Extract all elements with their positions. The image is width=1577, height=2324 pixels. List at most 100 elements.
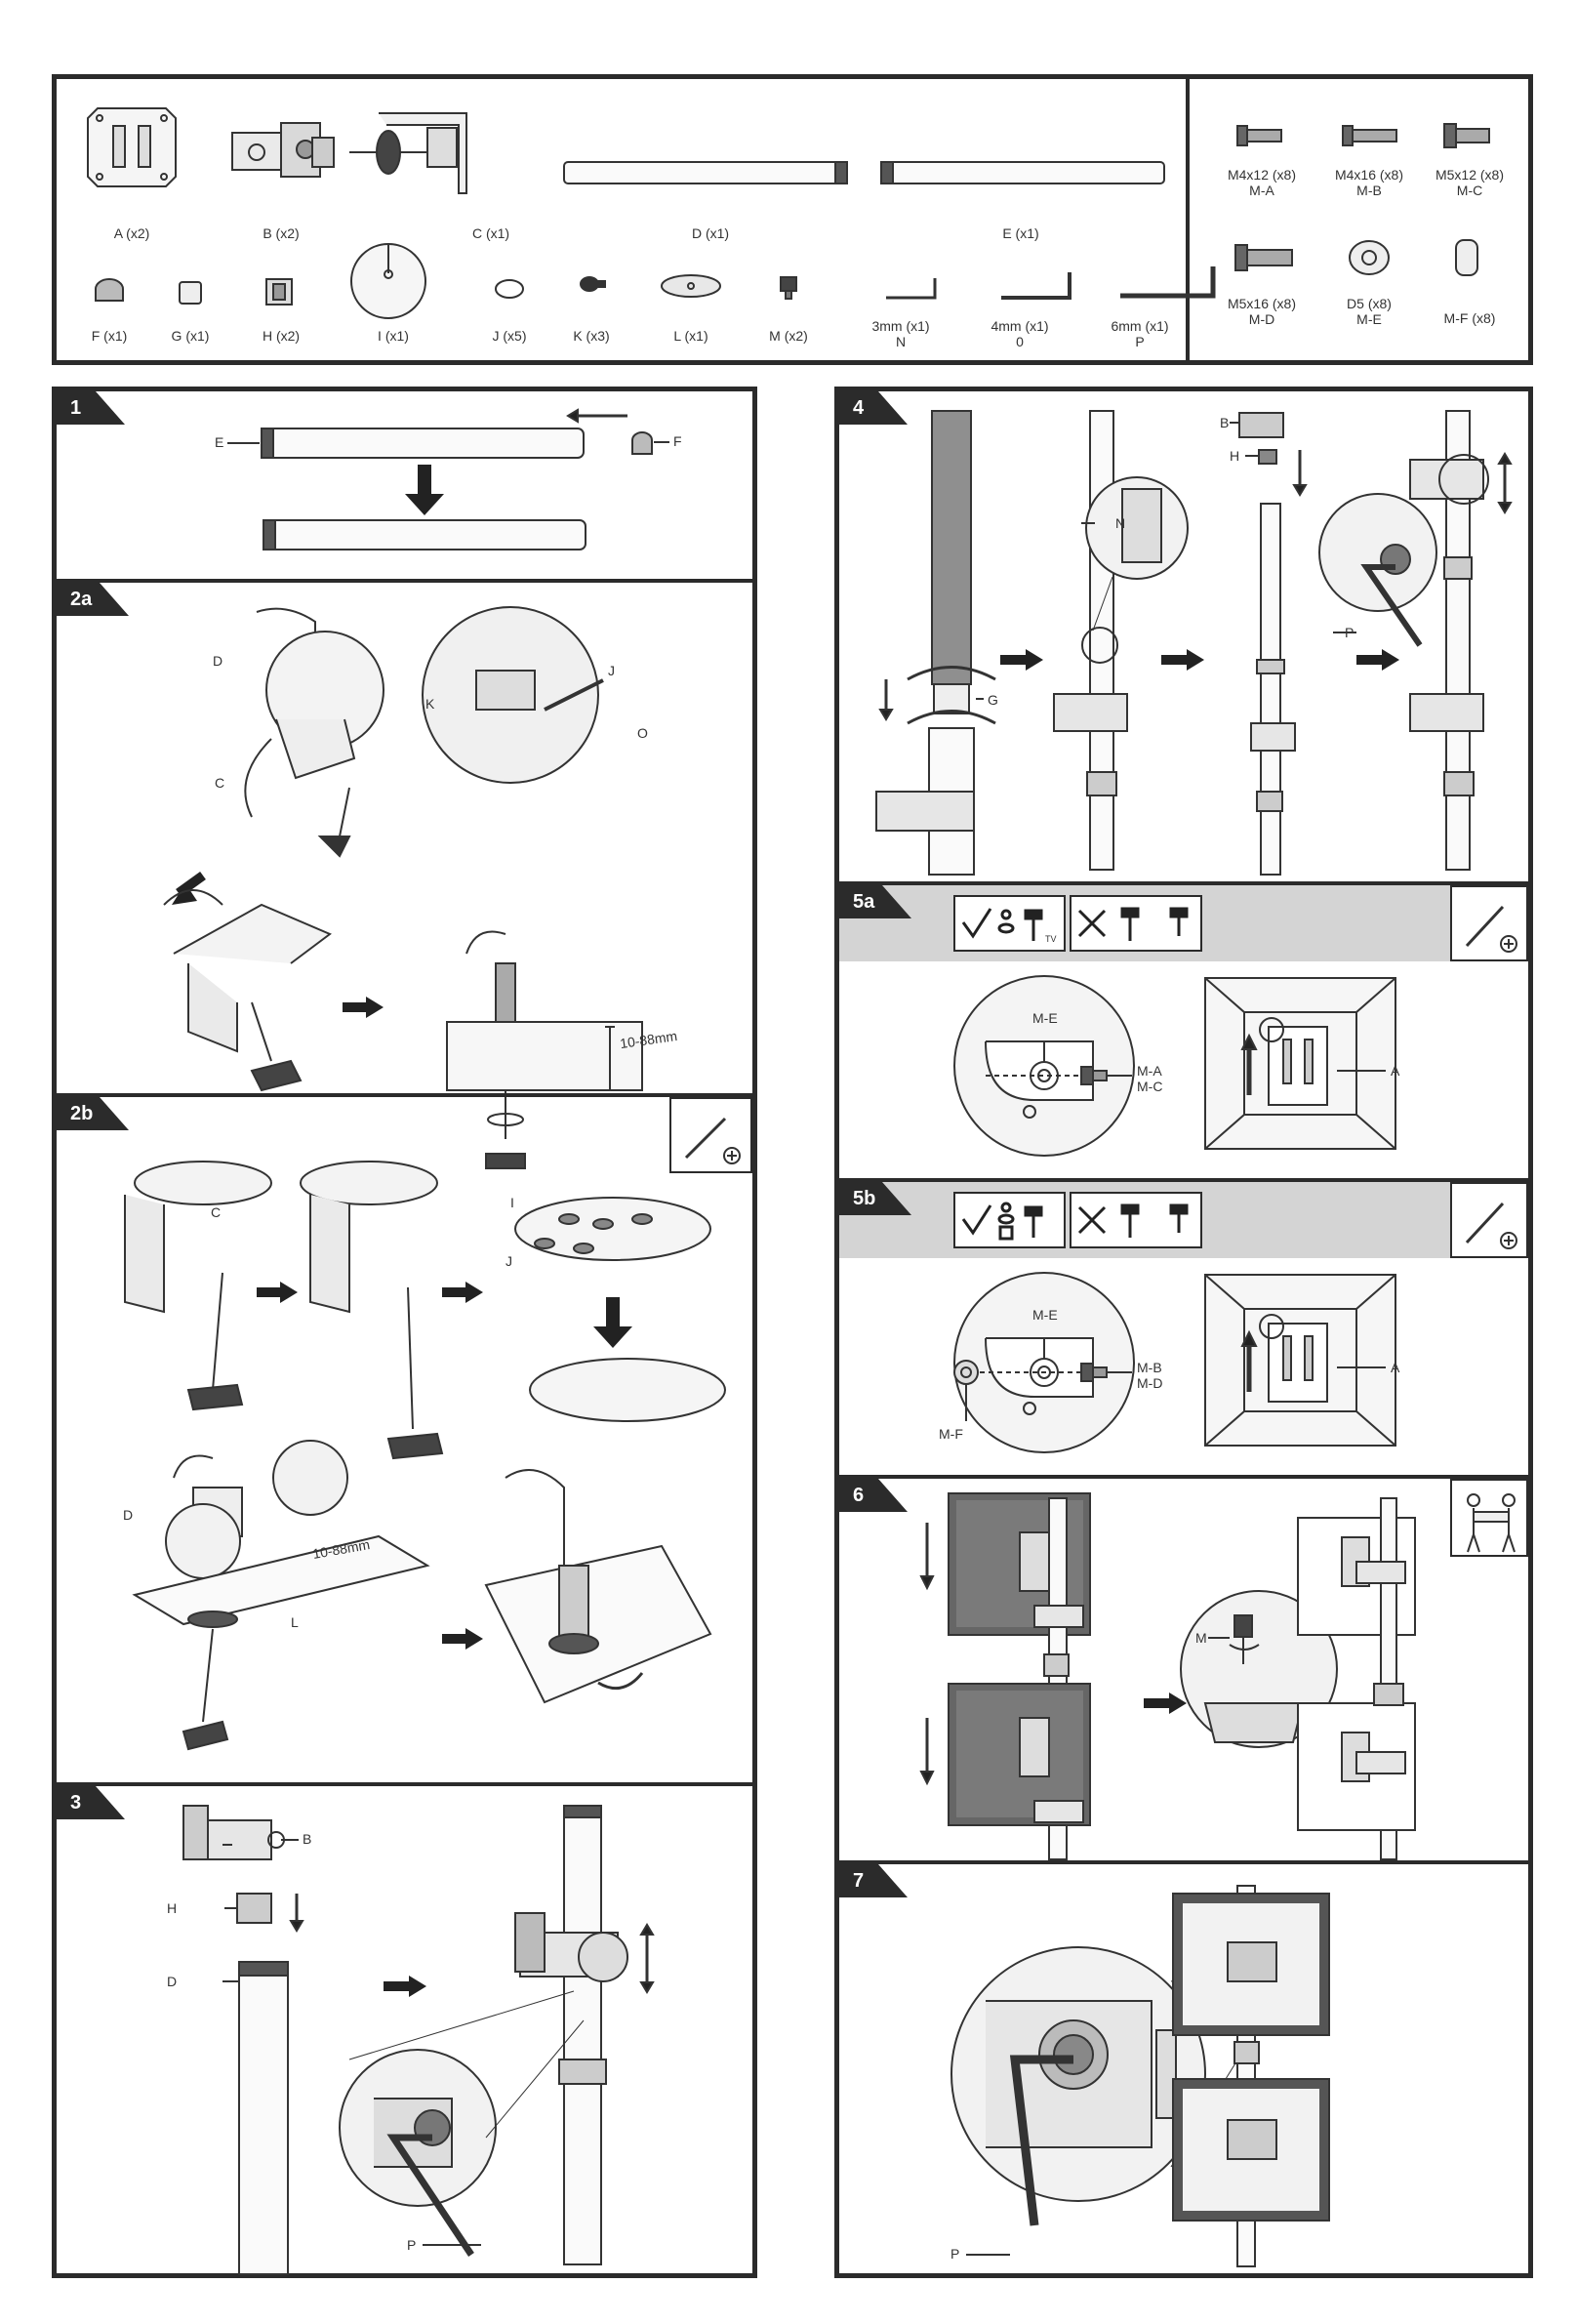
spacer-mf bbox=[1455, 239, 1478, 276]
step-2a-label-j: J bbox=[608, 663, 615, 678]
step-4-tab: 4 bbox=[839, 391, 908, 425]
step-3-label-h: H bbox=[167, 1900, 178, 1916]
step-7-tab: 7 bbox=[839, 1864, 908, 1897]
step-5b-panel: 5b bbox=[839, 1178, 1528, 1475]
label-screw-ma-size: M4x12 (x8) bbox=[1227, 167, 1297, 183]
step-7-drawing bbox=[950, 1885, 1330, 2267]
step-2a-label-c: C bbox=[215, 775, 225, 791]
label-screw-md: M-D bbox=[1248, 311, 1275, 327]
label-screw-mc-size: M5x12 (x8) bbox=[1435, 167, 1505, 183]
screw-ma bbox=[1236, 125, 1282, 146]
part-h-collar bbox=[265, 278, 293, 306]
step-4-label-b: B bbox=[1220, 415, 1230, 430]
part-c-clamp bbox=[349, 112, 467, 194]
step-5b-drawing bbox=[953, 1272, 1396, 1453]
part-d-pole bbox=[563, 161, 848, 184]
label-part-d: D (x1) bbox=[691, 225, 730, 241]
step-5a-label-mc: M-C bbox=[1137, 1079, 1163, 1094]
step-3-label-p: P bbox=[407, 2237, 417, 2253]
step-2b-label-c: C bbox=[211, 1204, 222, 1220]
step-5a-label-a: A bbox=[1391, 1063, 1400, 1079]
correct-method-icon: TV bbox=[953, 895, 1066, 952]
incorrect-method-icon bbox=[1070, 895, 1202, 952]
screwdriver-icon bbox=[1450, 1182, 1528, 1258]
part-a-plate bbox=[87, 107, 177, 187]
step-1-label-e: E bbox=[215, 434, 224, 450]
step-7-label-p: P bbox=[950, 2246, 960, 2262]
step-5a-label-me: M-E bbox=[1032, 1010, 1058, 1026]
left-column: 1 E F 2a bbox=[52, 387, 757, 2278]
label-part-i: I (x1) bbox=[378, 328, 409, 344]
label-part-o: 0 bbox=[1016, 334, 1024, 349]
step-2a-tab: 2a bbox=[57, 583, 129, 616]
label-part-n-size: 3mm (x1) bbox=[871, 318, 930, 334]
label-part-j: J (x5) bbox=[492, 328, 527, 344]
step-5a-tab: 5a bbox=[839, 885, 911, 918]
incorrect-method-icon bbox=[1070, 1192, 1202, 1248]
step-2b-label-d: D bbox=[123, 1507, 134, 1523]
part-e-pole bbox=[880, 161, 1165, 184]
part-o-key bbox=[1001, 272, 1072, 300]
tv-label: TV bbox=[1045, 934, 1057, 944]
right-column: 4 bbox=[834, 387, 1533, 2278]
step-2b-drawing bbox=[124, 1161, 726, 1751]
screw-md bbox=[1234, 244, 1293, 271]
parts-drawings bbox=[87, 107, 1490, 319]
step-2b-tab: 2b bbox=[57, 1097, 129, 1130]
step-2a-panel: 2a bbox=[57, 579, 752, 1169]
label-screw-mb: M-B bbox=[1356, 183, 1382, 198]
screw-mc bbox=[1443, 123, 1490, 148]
step-1-label-f: F bbox=[673, 433, 682, 449]
label-screw-mc: M-C bbox=[1456, 183, 1483, 198]
label-spacer-mf: M-F (x8) bbox=[1443, 310, 1496, 326]
part-p-key bbox=[1120, 266, 1216, 299]
step-4-panel: 4 bbox=[839, 391, 1528, 881]
part-j-washer bbox=[495, 279, 524, 299]
label-part-o-size: 4mm (x1) bbox=[991, 318, 1049, 334]
label-part-m: M (x2) bbox=[769, 328, 808, 344]
label-washer-me: M-E bbox=[1356, 311, 1382, 327]
label-part-p-size: 6mm (x1) bbox=[1111, 318, 1169, 334]
label-part-c: C (x1) bbox=[471, 225, 510, 241]
step-2a-label-o: O bbox=[637, 725, 648, 741]
step-5a-drawing bbox=[953, 975, 1396, 1157]
label-part-f: F (x1) bbox=[91, 328, 128, 344]
label-part-p: P bbox=[1135, 334, 1145, 349]
step-2b-panel: 2b bbox=[57, 1093, 752, 1782]
step-4-label-n: N bbox=[1115, 515, 1126, 531]
screwdriver-icon bbox=[1450, 885, 1528, 961]
step-5b-tab: 5b bbox=[839, 1182, 911, 1215]
step-2a-label-d: D bbox=[213, 653, 223, 669]
part-f-cap bbox=[95, 278, 124, 302]
step-6-drawing bbox=[919, 1492, 1416, 1860]
step-5a-label-ma: M-A bbox=[1137, 1063, 1162, 1079]
step-3-tab: 3 bbox=[57, 1786, 125, 1819]
label-screw-mb-size: M4x16 (x8) bbox=[1334, 167, 1404, 183]
step-2b-label-i: I bbox=[510, 1195, 514, 1210]
step-2b-label-j: J bbox=[505, 1253, 512, 1269]
step-2a-drawing bbox=[163, 606, 643, 1169]
washer-me bbox=[1349, 240, 1390, 275]
step-5b-label-a: A bbox=[1391, 1360, 1400, 1375]
step-6-label-m: M bbox=[1195, 1630, 1207, 1646]
two-person-lift-icon bbox=[1450, 1479, 1528, 1557]
step-5b-label-me: M-E bbox=[1032, 1307, 1058, 1323]
step-5b-label-md: M-D bbox=[1137, 1375, 1163, 1391]
step-2a-label-k: K bbox=[425, 696, 435, 712]
label-part-n: N bbox=[895, 334, 907, 349]
step-3-drawing bbox=[182, 1805, 655, 2275]
step-4-label-p: P bbox=[1345, 625, 1355, 640]
step-1-tab: 1 bbox=[57, 391, 125, 425]
label-part-h: H (x2) bbox=[262, 328, 301, 344]
label-part-b: B (x2) bbox=[263, 225, 300, 241]
step-1-panel: 1 E F bbox=[57, 391, 752, 579]
parts-divider bbox=[1186, 79, 1190, 360]
label-part-k: K (x3) bbox=[573, 328, 610, 344]
step-4-label-g: G bbox=[988, 692, 998, 708]
step-4-drawing bbox=[875, 410, 1513, 876]
part-g-coupler bbox=[179, 281, 202, 305]
parts-list: A (x2) B (x2) C (x1) D (x1) E (x1) F (x1… bbox=[52, 74, 1533, 365]
screw-mb bbox=[1342, 125, 1397, 146]
step-3-panel: 3 bbox=[57, 1782, 752, 2275]
step-3-label-d: D bbox=[167, 1974, 178, 1989]
